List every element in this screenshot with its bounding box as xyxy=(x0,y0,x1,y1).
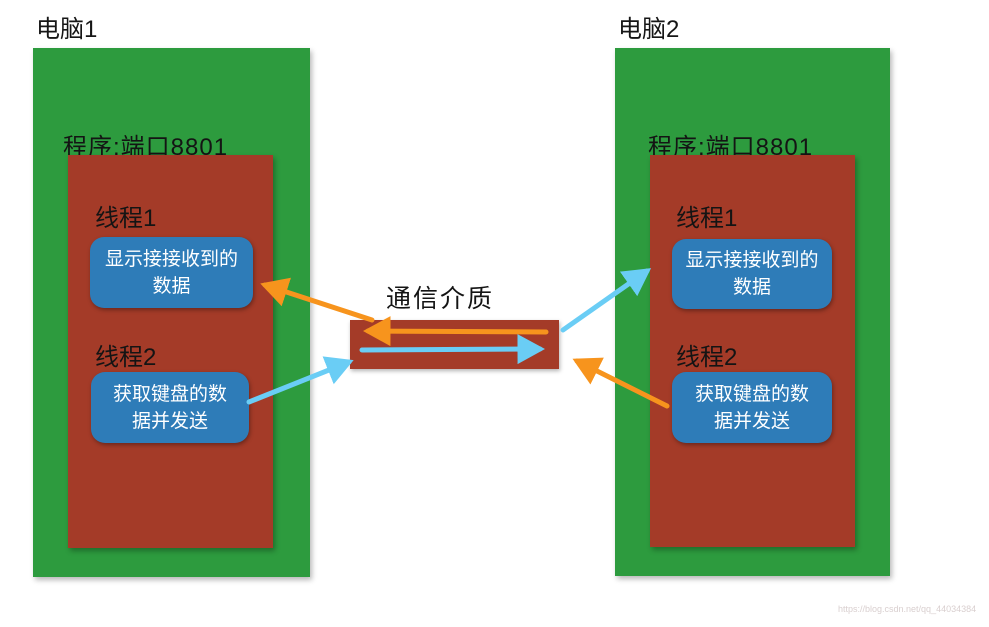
computer2-thread1-text-line2: 数据 xyxy=(732,277,771,298)
computer1-program-box: 线程1 显示接接收到的 数据 线程2 获取键盘的数 据并发送 xyxy=(68,155,273,548)
computer1-thread1-text-line2: 数据 xyxy=(152,275,191,297)
computer2-thread2-text-line2: 据并发送 xyxy=(713,410,790,432)
computer1-thread2-label: 线程2 xyxy=(95,344,157,371)
communication-medium-box xyxy=(350,320,559,369)
computer2-thread1-text-line1: 显示接接收到的 xyxy=(685,250,819,271)
computer1-thread2-text-line2: 据并发送 xyxy=(131,410,208,432)
computer2-title: 电脑2 xyxy=(618,16,680,43)
watermark: https://blog.csdn.net/qq_44034384 xyxy=(838,604,977,614)
computer2-program-box: 线程1 显示接接收到的 数据 线程2 获取键盘的数 据并发送 xyxy=(650,155,855,547)
computer2-body: 程序:端口8801 线程1 显示接接收到的 数据 线程2 获取键盘的数 据并发送 xyxy=(615,48,890,576)
computer1-body: 程序:端口8801 线程1 显示接接收到的 数据 线程2 获取键盘的数 据并发送 xyxy=(33,48,310,577)
computer1-thread1-box: 显示接接收到的 数据 xyxy=(90,237,253,308)
computer1-title: 电脑1 xyxy=(36,16,98,43)
communication-medium-label: 通信介质 xyxy=(386,285,495,313)
computer1-thread1-text-line1: 显示接接收到的 xyxy=(104,248,238,270)
computer2-thread2-text-line1: 获取键盘的数 xyxy=(694,383,809,405)
computer1-thread2-box: 获取键盘的数 据并发送 xyxy=(91,372,249,443)
computer2-thread2-label: 线程2 xyxy=(676,344,738,371)
computer2-thread2-box: 获取键盘的数 据并发送 xyxy=(672,372,832,443)
computer1-thread2-text-line1: 获取键盘的数 xyxy=(112,383,227,405)
computer2-thread1-label: 线程1 xyxy=(676,205,738,232)
computer2-thread1-box: 显示接接收到的 数据 xyxy=(672,239,832,309)
computer1-thread1-label: 线程1 xyxy=(95,205,157,232)
